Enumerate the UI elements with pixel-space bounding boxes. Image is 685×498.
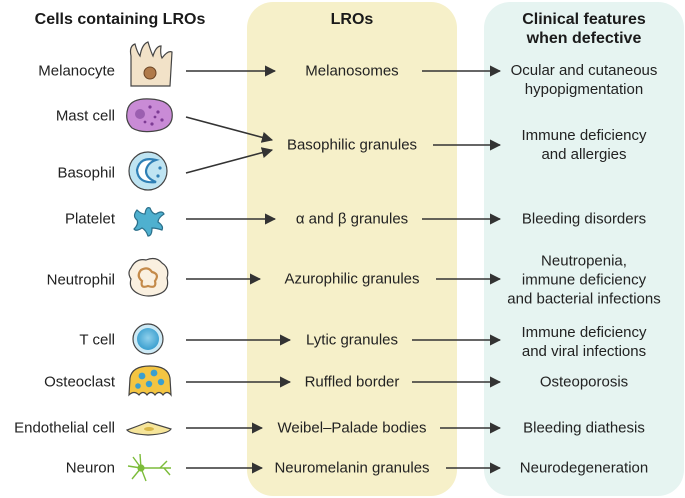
platelet-icon — [133, 207, 165, 237]
clinical-label-immune-allergies: Immune deficiency and allergies — [521, 127, 647, 163]
lro-label-melanosomes: Melanosomes — [303, 62, 401, 80]
lro-label-weibel-palade: Weibel–Palade bodies — [275, 419, 429, 437]
header-clinical-line2: when defective — [526, 30, 642, 47]
lro-label-alpha-beta-granules: α and β granules — [293, 210, 411, 228]
header-cells: Cells containing LROs — [34, 11, 206, 28]
lro-label-lytic-granules: Lytic granules — [304, 331, 400, 349]
clinical-label-neutropenia: Neutropenia, immune deficiency and bacte… — [507, 252, 661, 308]
endothelial-cell-icon — [126, 421, 172, 436]
t-cell-icon — [132, 323, 164, 355]
arrows-cells-to-lros — [185, 65, 292, 474]
cell-label-mast-cell: Mast cell — [55, 107, 115, 125]
basophil-icon — [128, 151, 168, 191]
clinical-label-neurodegeneration: Neurodegeneration — [519, 459, 649, 477]
cell-label-osteoclast: Osteoclast — [44, 373, 115, 391]
clinical-label-viral-infections: Immune deficiency and viral infections — [521, 324, 647, 360]
header-lros: LROs — [330, 11, 374, 28]
cell-label-endothelial-cell: Endothelial cell — [14, 419, 115, 437]
header-clinical-line1: Clinical features — [522, 11, 646, 28]
clinical-label-osteoporosis: Osteoporosis — [539, 373, 629, 391]
arrows-lros-to-clinical — [412, 65, 502, 474]
lro-label-basophilic-granules: Basophilic granules — [284, 136, 420, 154]
lro-label-azurophilic-granules: Azurophilic granules — [282, 270, 422, 288]
lro-column-panel — [247, 2, 457, 496]
lro-label-ruffled-border: Ruffled border — [302, 373, 402, 391]
neuron-icon — [127, 453, 171, 482]
clinical-label-bleeding-disorders: Bleeding disorders — [521, 210, 647, 228]
cell-label-basophil: Basophil — [57, 164, 115, 182]
arrow-mast-cell — [185, 116, 274, 143]
osteoclast-icon — [128, 365, 172, 397]
cell-label-t-cell: T cell — [79, 331, 115, 349]
clinical-label-bleeding-diathesis: Bleeding diathesis — [523, 419, 645, 437]
clinical-label-hypopigmentation: Ocular and cutaneous hypopigmentation — [510, 62, 658, 98]
lro-label-neuromelanin: Neuromelanin granules — [272, 459, 432, 477]
header-clinical: Clinical features when defective — [484, 10, 684, 48]
cell-label-neutrophil: Neutrophil — [46, 271, 115, 289]
mast-cell-icon — [126, 98, 173, 133]
cell-label-melanocyte: Melanocyte — [38, 62, 115, 80]
neutrophil-icon — [128, 257, 169, 297]
arrow-basophil — [185, 147, 274, 174]
clinical-column-panel — [484, 2, 684, 496]
melanocyte-icon — [129, 41, 173, 87]
cell-label-neuron: Neuron — [65, 459, 115, 477]
cell-label-platelet: Platelet — [64, 210, 115, 228]
